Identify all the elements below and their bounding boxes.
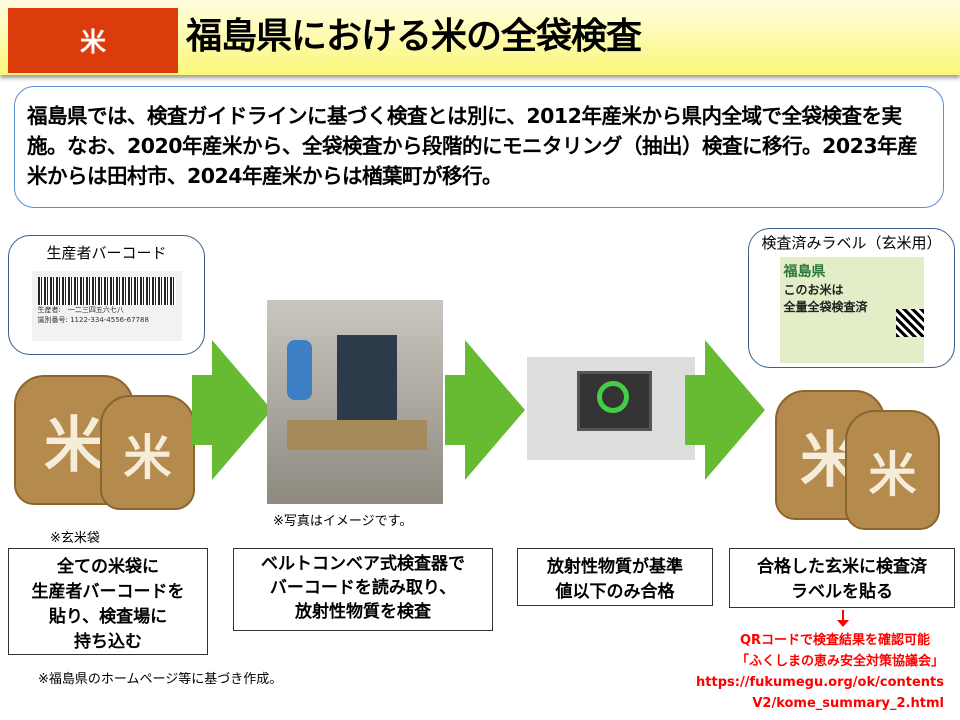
- inspection-label-image: 福島県 このお米は 全量全袋検査済: [779, 257, 924, 363]
- qr-url-line2[interactable]: V2/kome_summary_2.html: [752, 696, 944, 711]
- barcode-image: 生産者: 一二三四五六七八 識別番号: 1122-334-4556-67788: [31, 271, 182, 341]
- intro-text: 福島県では、検査ガイドラインに基づく検査とは別に、2012年産米から県内全域で全…: [14, 86, 944, 208]
- qr-note-line2: 「ふくしまの恵み安全対策協議会」: [735, 654, 944, 669]
- qr-code-icon: [896, 309, 924, 337]
- rice-bag: 米: [845, 410, 940, 530]
- barcode-callout: 生産者バーコード 生産者: 一二三四五六七八 識別番号: 1122-334-45…: [8, 235, 205, 355]
- barcode-id: 識別番号: 1122-334-4556-67788: [37, 316, 149, 324]
- qr-note-line1: QRコードで検査結果を確認可能: [739, 633, 930, 648]
- step-1-box: 全ての米袋に 生産者バーコードを 貼り、検査場に 持ち込む: [8, 548, 208, 655]
- step-2-box: ベルトコンベア式検査器で バーコードを読み取り、 放射性物質を検査: [233, 548, 493, 631]
- step-4-box: 合格した玄米に検査済 ラベルを貼る: [729, 548, 955, 608]
- qr-note: QRコードで検査結果を確認可能 「ふくしまの恵み安全対策協議会」 https:/…: [644, 630, 944, 714]
- page-title: 福島県における米の全袋検査: [186, 16, 642, 57]
- conveyor-photo: [267, 300, 443, 504]
- qr-url-line1[interactable]: https://fukumegu.org/ok/contents: [696, 675, 944, 690]
- label-pref: 福島県: [783, 264, 826, 280]
- label-callout-title: 検査済みラベル（玄米用）: [761, 234, 942, 252]
- rice-badge: 米: [8, 8, 178, 73]
- label-line: このお米は: [783, 283, 844, 297]
- arrow-right-icon: [685, 340, 765, 480]
- rice-bag: 米: [100, 395, 195, 510]
- red-arrow-head-icon: [837, 620, 849, 627]
- arrow-right-icon: [445, 340, 525, 480]
- bag-note: ※玄米袋: [50, 531, 100, 546]
- footnote: ※福島県のホームページ等に基づき作成。: [38, 672, 283, 687]
- step-3-box: 放射性物質が基準 値以下のみ合格: [517, 548, 713, 606]
- label-line: 全量全袋検査済: [783, 300, 868, 314]
- label-callout: 検査済みラベル（玄米用） 福島県 このお米は 全量全袋検査済: [748, 228, 955, 368]
- barcode-producer: 生産者: 一二三四五六七八: [37, 306, 124, 314]
- barcode-label: 生産者バーコード: [46, 244, 167, 262]
- monitor-photo: [527, 357, 695, 460]
- red-arrow-icon: [842, 610, 844, 622]
- arrow-right-icon: [192, 340, 272, 480]
- photo-caption: ※写真はイメージです。: [273, 514, 413, 529]
